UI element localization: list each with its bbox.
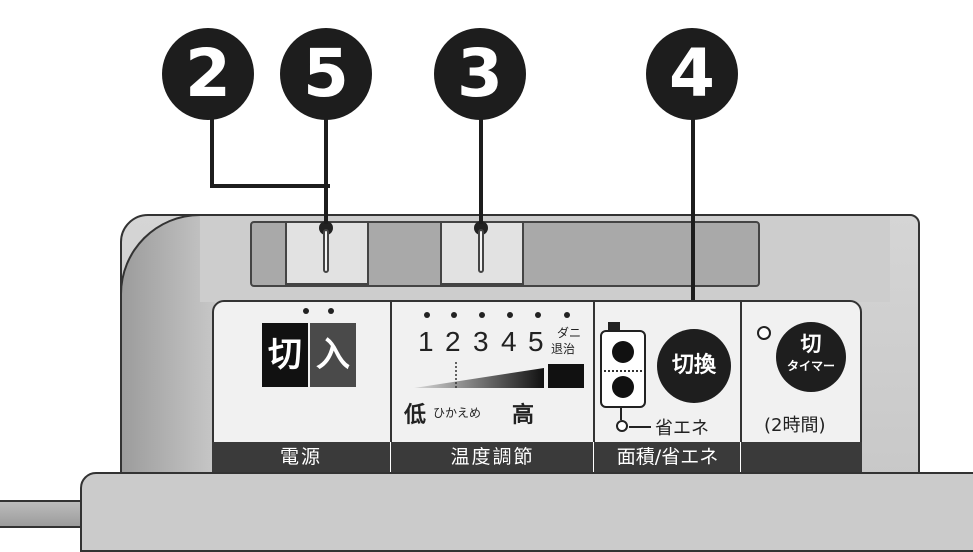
callout-badge-5: 5 (280, 28, 372, 120)
callout-line (479, 118, 483, 224)
heater-side (120, 214, 215, 474)
divider (390, 442, 391, 472)
callout-line (691, 118, 695, 338)
mite-label-bottom: 退治 (551, 342, 576, 356)
temperature-section-label: 温度調節 (450, 446, 535, 468)
lamp-icon (612, 341, 634, 363)
moderate-label: ひかえめ (433, 406, 482, 420)
level-1: 1 (418, 326, 434, 357)
timer-indicator (757, 326, 771, 340)
indicator-dot (564, 312, 570, 318)
timer-button[interactable]: 切 タイマー (776, 322, 846, 392)
knob-dot (474, 221, 488, 235)
knob-marker (323, 229, 329, 273)
callout-line (210, 118, 214, 188)
area-section-label: 面積/省エネ (616, 446, 719, 468)
temperature-slider-knob[interactable] (440, 221, 524, 285)
divider (390, 300, 392, 470)
divider (593, 300, 595, 470)
timer-off-label: 切 (800, 332, 822, 356)
callout-badge-3: 3 (434, 28, 526, 120)
knob-dot (319, 221, 333, 235)
temperature-ramp (414, 362, 584, 388)
power-section-label: 電源 (279, 446, 322, 468)
level-2: 2 (445, 326, 461, 357)
low-label: 低 (404, 403, 427, 428)
timer-duration: (2時間) (764, 415, 826, 436)
indicator-dot (451, 312, 457, 318)
power-off-label: 切 (262, 323, 308, 387)
power-cord (0, 500, 84, 528)
high-label: 高 (512, 403, 535, 428)
switch-tab (608, 322, 620, 330)
callout-badge-4: 4 (646, 28, 738, 120)
callout-line (210, 184, 330, 188)
mite-label-top: ダニ (557, 326, 582, 340)
lamp-icon (612, 376, 634, 398)
indicator-dot (507, 312, 513, 318)
indicator-dot (424, 312, 430, 318)
divider (740, 442, 741, 472)
area-switch-button[interactable]: 切換 (657, 329, 731, 403)
callout-line (324, 118, 328, 224)
eco-line (629, 426, 651, 428)
section-label-bar (212, 442, 862, 472)
indicator-dot (479, 312, 485, 318)
eco-label: 省エネ (655, 418, 709, 439)
eco-indicator (616, 420, 628, 432)
divider (740, 300, 742, 470)
timer-label: タイマー (786, 359, 835, 373)
level-3: 3 (473, 326, 489, 357)
level-5: 5 (528, 326, 544, 357)
area-switch-frame[interactable] (600, 330, 646, 408)
knob-marker (478, 229, 484, 273)
indicator-dot (328, 308, 334, 314)
indicator-dot (535, 312, 541, 318)
callout-badge-2: 2 (162, 28, 254, 120)
divider (593, 442, 594, 472)
power-on-label: 入 (310, 323, 356, 387)
indicator-dot (303, 308, 309, 314)
power-slider-knob[interactable] (285, 221, 369, 285)
separator (604, 370, 642, 372)
eco-line (620, 408, 622, 420)
heater-base (80, 472, 973, 552)
level-4: 4 (501, 326, 517, 357)
